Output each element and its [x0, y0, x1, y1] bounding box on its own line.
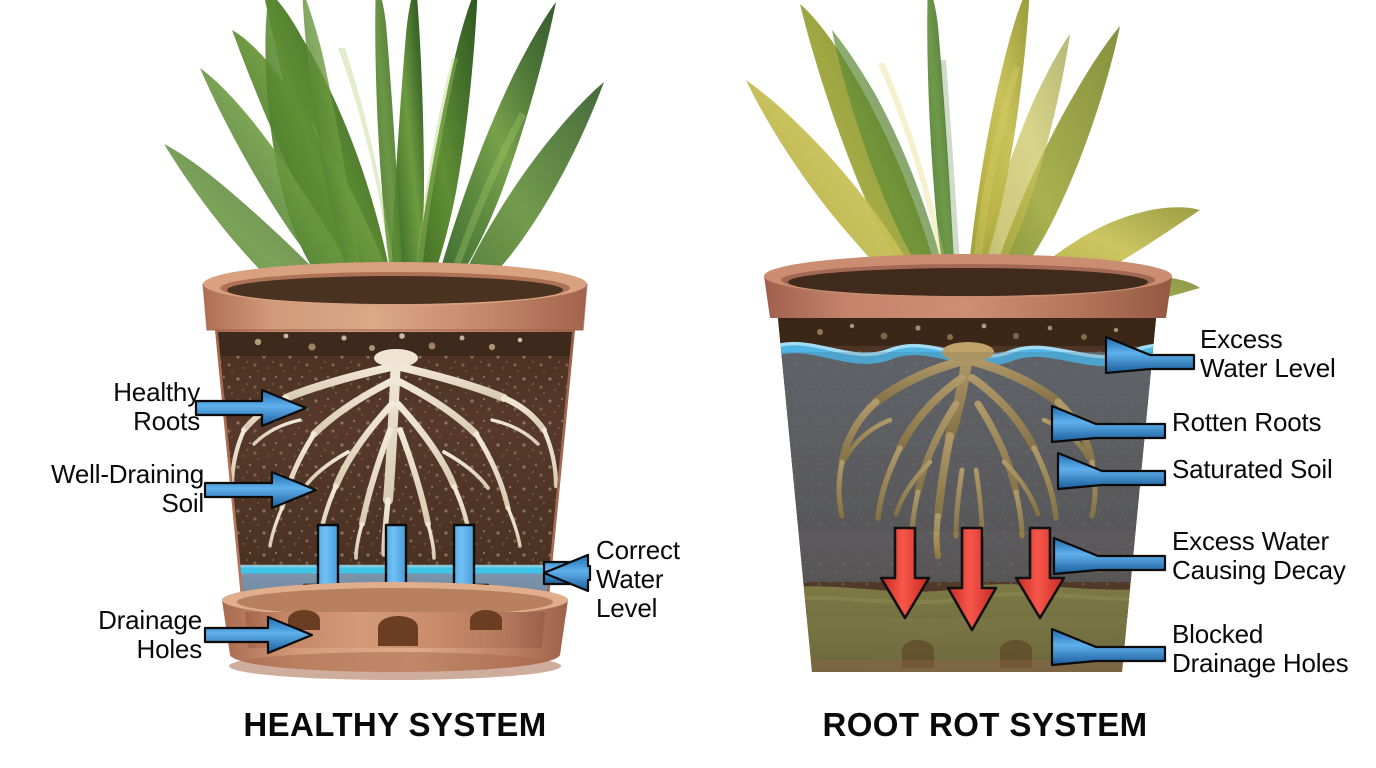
- healthy-saucer: [222, 582, 568, 680]
- label-correct-water-level: Correct Water Level: [596, 535, 680, 623]
- caption-healthy-system: HEALTHY SYSTEM: [243, 706, 547, 743]
- caption-root-rot-system: ROOT ROT SYSTEM: [822, 706, 1148, 743]
- rot-pot-rim: [764, 254, 1172, 318]
- healthy-pot-base: [245, 610, 545, 648]
- label-healthy-roots: Healthy Roots: [113, 377, 200, 436]
- arrow-healthy-roots: [194, 388, 308, 428]
- label-blocked-drainage-holes: Blocked Drainage Holes: [1172, 619, 1349, 678]
- healthy-pot-rim: [202, 262, 588, 331]
- rot-blocked-drainage-holes: [902, 640, 1032, 668]
- rot-roots-graphic: [836, 346, 1098, 559]
- root-rot-leaves: [746, 0, 1200, 321]
- arrow-drainage-holes: [203, 615, 314, 655]
- label-saturated-soil: Saturated Soil: [1172, 454, 1333, 484]
- arrow-blocked-drainage-holes: [1050, 627, 1167, 667]
- arrow-rotten-roots: [1050, 404, 1167, 444]
- arrow-excess-water-causing-decay: [1052, 536, 1167, 576]
- rot-decay-arrows: [879, 526, 1066, 632]
- arrow-well-draining-soil: [203, 470, 318, 510]
- label-well-draining-soil: Well-Draining Soil: [51, 459, 204, 518]
- root-rot-plant-illustration: [746, 0, 1200, 672]
- label-excess-water-causing-decay: Excess Water Causing Decay: [1172, 526, 1346, 585]
- arrow-correct-water-level: [542, 553, 592, 593]
- healthy-plant-illustration: [164, 0, 604, 680]
- rot-pot-interior: [778, 318, 1156, 672]
- label-excess-water-level: Excess Water Level: [1200, 324, 1336, 383]
- arrow-excess-water-level: [1104, 335, 1196, 375]
- healthy-drainage-holes: [288, 610, 502, 646]
- label-rotten-roots: Rotten Roots: [1172, 407, 1322, 437]
- label-drainage-holes: Drainage Holes: [98, 605, 202, 664]
- arrow-saturated-soil: [1056, 451, 1167, 491]
